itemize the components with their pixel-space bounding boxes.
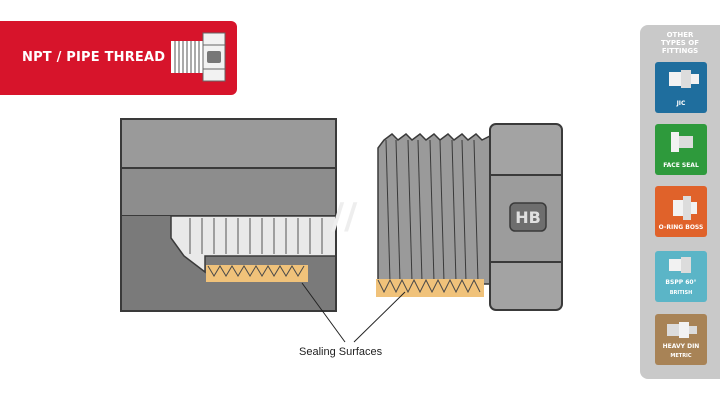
din-fitting-icon (667, 322, 697, 338)
tile-sublabel: METRIC (670, 353, 692, 359)
male-sealing-surface (376, 278, 484, 297)
sealing-surfaces-label: Sealing Surfaces (299, 346, 383, 358)
npt-fitting-icon (171, 32, 226, 82)
din-fitting-tile[interactable]: HEAVY DIN METRIC (655, 314, 707, 365)
panel-heading: OTHER TYPES OF FITTINGS (661, 31, 699, 55)
jic-fitting-tile[interactable]: JIC (655, 62, 707, 113)
hb-logo: HB (515, 208, 541, 227)
female-port-body (120, 118, 337, 312)
tile-label: FACE SEAL (663, 162, 699, 169)
watermark: // (331, 196, 358, 237)
o-ring-boss-fitting-tile[interactable]: O-RING BOSS (655, 186, 707, 237)
banner-title: NPT / PIPE THREAD (22, 50, 166, 65)
tile-sublabel: BRITISH (669, 290, 693, 296)
male-threaded-end (377, 133, 491, 285)
other-fittings-panel: OTHER TYPES OF FITTINGS JIC FACE SEAL O-… (640, 25, 720, 379)
hex-body: HB (489, 123, 563, 311)
bspp-fitting-icon (669, 257, 691, 273)
tile-label: HEAVY DIN (662, 343, 700, 350)
bspp-fitting-tile[interactable]: BSPP 60° BRITISH (655, 251, 707, 302)
title-banner: NPT / PIPE THREAD (0, 21, 237, 95)
tile-label: O-RING BOSS (658, 224, 704, 231)
callout-lines (301, 282, 406, 343)
face-seal-fitting-tile[interactable]: FACE SEAL (655, 124, 707, 175)
female-sealing-surface (206, 265, 308, 282)
o-ring-boss-fitting-icon (673, 196, 697, 220)
jic-fitting-icon (669, 70, 699, 88)
tile-label: BSPP 60° (665, 279, 697, 286)
tile-label: JIC (676, 100, 686, 107)
face-seal-fitting-icon (671, 132, 693, 152)
